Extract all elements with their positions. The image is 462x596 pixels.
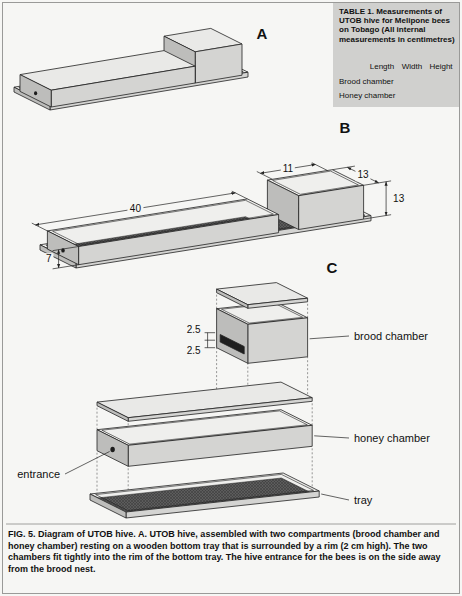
table-head: Height <box>427 62 454 71</box>
dimension-line <box>347 167 378 183</box>
dimension-line <box>35 193 235 225</box>
brood-chamber-side <box>299 185 364 229</box>
exploded-guide <box>216 348 217 389</box>
leader-lines <box>65 336 349 500</box>
leader-line <box>310 336 349 339</box>
caption-rule <box>6 524 456 525</box>
table-cell: Brood chamber <box>337 77 396 86</box>
table-title: TABLE 1. Measurements of UTOB hive for M… <box>337 7 459 44</box>
dimension-value: 2.5 <box>185 324 203 336</box>
dimension-value: 13 <box>391 193 406 205</box>
panel-letter: C <box>325 259 340 276</box>
dimension-tick <box>205 347 216 348</box>
part-label: brood chamber <box>352 330 430 343</box>
extension-line <box>53 247 79 251</box>
dimension-line <box>58 250 59 268</box>
honey-chamber-side <box>79 215 279 265</box>
extension-line <box>232 191 248 199</box>
exploded-guide <box>216 293 217 309</box>
leader-line <box>321 494 349 500</box>
figure-caption: FIG. 5. Diagram of UTOB hive. A. UTOB hi… <box>8 529 454 576</box>
honey-chamber-end <box>97 430 128 467</box>
part-label: entrance <box>15 468 62 481</box>
dimension-tick <box>205 340 216 341</box>
dimension-tick <box>205 332 216 333</box>
brood-chamber-end <box>217 309 248 364</box>
exploded-guide <box>97 406 98 430</box>
exploded-guide <box>312 446 313 490</box>
dimension-value: 40 <box>128 203 143 215</box>
hive-assembled <box>14 28 248 110</box>
honey-chamber-end <box>20 75 51 107</box>
extension-line <box>364 181 392 185</box>
exploded-guide <box>312 401 313 425</box>
extension-line <box>53 265 79 269</box>
exploded-guide <box>307 302 308 318</box>
table-panel <box>333 3 459 107</box>
table-cell: Honey chamber <box>337 91 397 100</box>
entrance-hole <box>110 447 114 453</box>
extension-line <box>312 163 328 171</box>
tray-end <box>90 494 126 518</box>
leader-line <box>65 452 110 475</box>
hive-parts <box>14 28 371 518</box>
panel-letter: A <box>255 25 270 42</box>
dimension-value: 7 <box>44 253 54 265</box>
dimension-value: 11 <box>281 163 295 175</box>
brood-lid-side <box>248 298 308 308</box>
figure-frame <box>3 3 460 594</box>
brood-chamber-side <box>195 44 242 83</box>
leader-line <box>314 436 349 438</box>
hive-open <box>40 170 371 268</box>
part-label: honey chamber <box>352 432 432 445</box>
tray-side <box>126 491 319 518</box>
honey-chamber-side <box>51 66 195 107</box>
honey-lid-end <box>97 402 128 421</box>
part-label: tray <box>352 494 374 507</box>
hive-exploded <box>90 283 319 518</box>
entrance-hole <box>34 91 37 95</box>
brood-slot <box>220 335 244 355</box>
extension-line <box>364 215 392 219</box>
dimension-line <box>386 182 387 216</box>
brood-lid-end <box>217 289 248 308</box>
dimension-value: 2.5 <box>185 345 203 357</box>
panel-letter: B <box>338 119 353 136</box>
honey-lid-side <box>128 398 312 422</box>
table-head: Length <box>368 62 396 71</box>
dimension-lines <box>32 163 391 348</box>
brood-chamber-side <box>248 318 308 364</box>
dimension-value: 13 <box>355 169 370 181</box>
exploded-guide <box>307 357 308 398</box>
table-head: Width <box>400 62 424 71</box>
honey-chamber-side <box>128 425 312 466</box>
